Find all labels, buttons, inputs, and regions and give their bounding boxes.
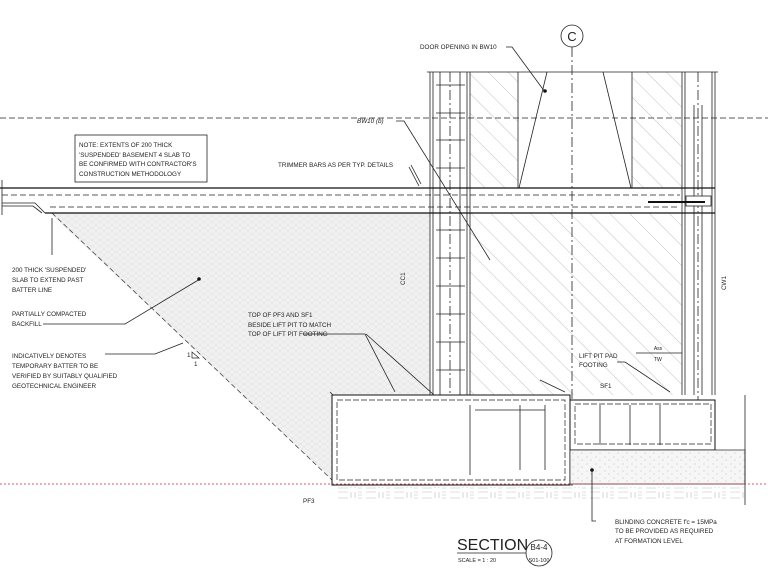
svg-text:200 THICK 'SUSPENDED': 200 THICK 'SUSPENDED' [12,267,86,274]
formation-pattern [335,487,745,499]
svg-text:GEOTECHNICAL ENGINEER: GEOTECHNICAL ENGINEER [12,383,97,390]
blinding-note: BLINDING CONCRETE f'c = 15MPa TO BE PROV… [615,519,717,545]
svg-text:'SUSPENDED' BASEMENT 4 SLAB TO: 'SUSPENDED' BASEMENT 4 SLAB TO [79,152,190,159]
bw10-label: BW10 (b) [357,118,384,125]
pf3-footing [331,394,571,486]
svg-text:FOOTING: FOOTING [579,362,608,369]
pit-hatch [470,213,682,395]
svg-text:CONSTRUCTION METHODOLOGY: CONSTRUCTION METHODOLOGY [79,171,182,178]
core-wall-hatch [470,72,518,188]
dim-bottom: TW [654,357,662,363]
svg-text:INDICATIVELY DENOTES: INDICATIVELY DENOTES [12,353,86,360]
slab-extend-note: 200 THICK 'SUSPENDED' SLAB TO EXTEND PAS… [12,267,86,294]
cc1-label: CC1 [400,272,407,285]
section-ref-bubble [525,539,553,567]
svg-text:LIFT PIT PAD: LIFT PIT PAD [579,353,618,360]
svg-text:NOTE: EXTENTS OF 200 THICK: NOTE: EXTENTS OF 200 THICK [79,142,173,149]
core-wall-hatch [632,72,682,188]
slope-vertical: 1 [187,352,191,359]
cw1-label: CW1 [721,276,728,290]
top-pf3-note: TOP OF PF3 AND SF1 BESIDE LIFT PIT TO MA… [248,312,331,338]
svg-text:BATTER LINE: BATTER LINE [12,287,52,294]
batter-note: INDICATIVELY DENOTES TEMPORARY BATTER TO… [12,353,118,390]
lift-pit-footing [569,399,716,451]
svg-text:BESIDE LIFT PIT TO MATCH: BESIDE LIFT PIT TO MATCH [248,322,331,329]
svg-text:TOP OF LIFT PIT FOOTING: TOP OF LIFT PIT FOOTING [248,331,328,338]
svg-text:AT FORMATION LEVEL: AT FORMATION LEVEL [615,538,683,545]
batter-line [51,212,333,481]
backfill-area [50,213,430,480]
svg-text:VERIFIED BY SUITABLY QUALIFIED: VERIFIED BY SUITABLY QUALIFIED [12,373,118,380]
backfill-note: PARTIALLY COMPACTED BACKFILL [12,311,87,328]
section-ref-bottom: S01-100 [529,558,550,564]
door-opening-note: DOOR OPENING IN BW10 [420,44,497,51]
section-title: SECTION [457,537,528,554]
note-box-text: NOTE: EXTENTS OF 200 THICK 'SUSPENDED' B… [79,142,197,178]
svg-text:BACKFILL: BACKFILL [12,321,42,328]
lift-pit-note: LIFT PIT PAD FOOTING [579,353,618,369]
svg-text:TO BE PROVIDED AS REQUIRED: TO BE PROVIDED AS REQUIRED [615,528,714,535]
svg-text:TOP OF PF3 AND SF1: TOP OF PF3 AND SF1 [248,312,313,319]
section-scale: SCALE = 1 : 20 [458,558,496,564]
section-ref-top: B4-4 [531,543,548,552]
svg-text:BLINDING CONCRETE f'c = 15MPa: BLINDING CONCRETE f'c = 15MPa [615,519,717,526]
slope-horizontal: 1 [194,361,198,368]
blinding-concrete [569,449,746,485]
pf3-label: PF3 [303,498,315,505]
svg-text:BE CONFIRMED WITH CONTRACTOR'S: BE CONFIRMED WITH CONTRACTOR'S [79,161,197,168]
trimmer-note: TRIMMER BARS AS PER TYP. DETAILS [278,162,393,169]
svg-text:PARTIALLY COMPACTED: PARTIALLY COMPACTED [12,311,87,318]
svg-text:SLAB TO EXTEND PAST: SLAB TO EXTEND PAST [12,277,84,284]
grid-label: C [567,29,576,44]
dim-top: Ass [654,346,663,352]
sf1-label: SF1 [600,383,612,390]
note-box [74,134,208,183]
svg-text:TEMPORARY BATTER TO BE: TEMPORARY BATTER TO BE [12,363,98,370]
